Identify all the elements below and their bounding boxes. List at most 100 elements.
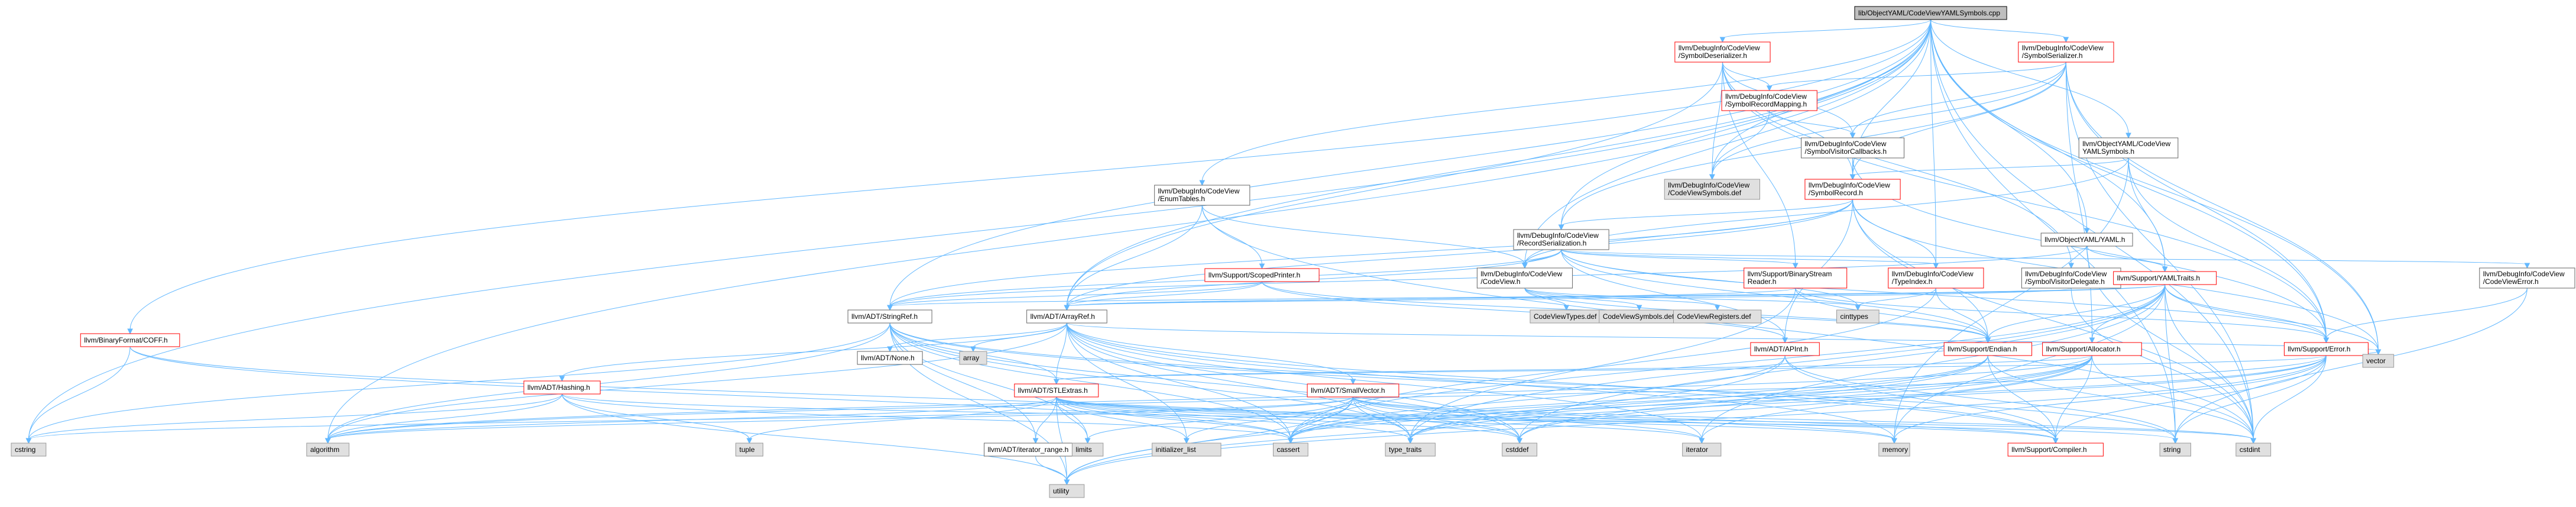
node-symviscb[interactable]: llvm/DebugInfo/CodeView/SymbolVisitorCal… [1801, 137, 1905, 159]
node-typeindex[interactable]: llvm/DebugInfo/CodeView/TypeIndex.h [1888, 267, 1984, 289]
node-box [2078, 137, 2179, 159]
edge-yamltraits-to-endian [1985, 284, 2166, 344]
node-box [1152, 443, 1221, 457]
node-memory: memory [1878, 443, 1910, 457]
node-cvyamlsym[interactable]: llvm/ObjectYAML/CodeViewYAMLSymbols.h [2078, 137, 2179, 159]
node-box [1721, 90, 1817, 111]
node-box [1682, 443, 1722, 457]
edge-root-to-enumtables [1199, 19, 1932, 186]
node-symvisdel[interactable]: llvm/DebugInfo/CodeView/SymbolVisitorDel… [2021, 267, 2121, 289]
node-box [1854, 6, 2007, 20]
edge-stlextras-to-cstddef [1056, 396, 1522, 444]
node-box [1513, 229, 1609, 250]
node-symrecmap[interactable]: llvm/DebugInfo/CodeView/SymbolRecordMapp… [1721, 90, 1817, 111]
node-objyaml[interactable]: llvm/ObjectYAML/YAML.h [2040, 232, 2133, 247]
node-label: llvm/Support/Endian.h [1948, 345, 2017, 353]
node-box [1804, 179, 1901, 200]
node-allocator[interactable]: llvm/Support/Allocator.h [2042, 342, 2142, 356]
edge-cvyamlsym-to-codeview [1522, 157, 2129, 269]
edge-stringref-to-algorithm [325, 322, 890, 444]
node-compiler[interactable]: llvm/Support/Compiler.h [2007, 443, 2104, 457]
node-box [2159, 443, 2191, 457]
edge-arrayref-to-smallvector [1066, 322, 1356, 385]
edge-symvisdel-to-cstdint [2070, 288, 2257, 444]
node-iterrange[interactable]: llvm/ADT/iterator_range.h [984, 443, 1088, 457]
node-symrec[interactable]: llvm/DebugInfo/CodeView/SymbolRecord.h [1804, 179, 1901, 200]
node-stringref[interactable]: llvm/ADT/StringRef.h [847, 309, 932, 324]
edge-stlextras-to-iterrange [1032, 396, 1057, 444]
edge-recser-to-typeindex [1561, 249, 1939, 269]
edge-smallvector-to-cstddef [1353, 396, 1522, 444]
edge-root-to-symser [1930, 19, 2069, 43]
node-label: llvm/DebugInfo/CodeView [1480, 270, 1562, 278]
node-label: iterator [1686, 445, 1708, 454]
edge-symser-to-allocator [2065, 62, 2095, 344]
node-apint[interactable]: llvm/ADT/APInt.h [1750, 342, 1820, 356]
edge-yamltraits-to-stringref [887, 284, 2166, 311]
node-label: llvm/ObjectYAML/CodeView [2082, 140, 2170, 148]
edge-binstream-to-endian [1795, 288, 1991, 344]
node-yamltraits[interactable]: llvm/Support/YAMLTraits.h [2113, 271, 2217, 285]
node-box [2362, 354, 2394, 368]
node-box [1154, 185, 1250, 206]
node-codeview[interactable]: llvm/DebugInfo/CodeView/CodeView.h [1476, 267, 1573, 289]
node-initlist: initializer_list [1152, 443, 1221, 457]
edge-recser-to-codeview [1522, 249, 1562, 269]
node-endian[interactable]: llvm/Support/Endian.h [1943, 342, 2033, 356]
node-arrayref[interactable]: llvm/ADT/ArrayRef.h [1026, 309, 1107, 324]
node-label: /SymbolVisitorCallbacks.h [1805, 147, 1887, 156]
node-label: llvm/ADT/StringRef.h [851, 312, 918, 321]
node-label: /RecordSerialization.h [1517, 239, 1586, 247]
node-cverror[interactable]: llvm/DebugInfo/CodeView/CodeViewError.h [2479, 267, 2575, 289]
node-symdeser[interactable]: llvm/DebugInfo/CodeView/SymbolDeserializ… [1674, 41, 1771, 63]
edge-symrecmap-to-symviscb [1769, 110, 1856, 139]
edge-root-to-algorithm [325, 19, 1932, 444]
edge-typeindex-to-cinttypes [1855, 288, 1936, 311]
node-box [1943, 342, 2033, 356]
node-label: /SymbolVisitorDelegate.h [2025, 277, 2105, 286]
node-enumtables[interactable]: llvm/DebugInfo/CodeView/EnumTables.h [1154, 185, 1250, 206]
node-error[interactable]: llvm/Support/Error.h [2284, 342, 2369, 356]
edge-smallvector-to-cstring [25, 396, 1354, 444]
node-box [1049, 484, 1085, 498]
edge-endian-to-compiler [1987, 355, 2059, 444]
edge-scopedprinter-to-arrayref [1064, 281, 1262, 311]
node-utility: utility [1049, 484, 1085, 498]
edge-cvyamlsym-to-error [2128, 157, 2329, 344]
node-box [1744, 267, 1848, 289]
node-box [2018, 41, 2114, 63]
node-scopedprinter[interactable]: llvm/Support/ScopedPrinter.h [1204, 268, 1320, 282]
node-none[interactable]: llvm/ADT/None.h [857, 351, 923, 365]
node-box [857, 351, 923, 365]
node-label: cstring [15, 445, 35, 454]
node-smallvector[interactable]: llvm/ADT/SmallVector.h [1307, 383, 1399, 398]
edge-yamltraits-to-cassert [1288, 284, 2166, 444]
edge-smallvector-to-initlist [1184, 396, 1354, 444]
node-cassert: cassert [1273, 443, 1308, 457]
node-root[interactable]: lib/ObjectYAML/CodeViewYAMLSymbols.cpp [1854, 6, 2007, 20]
node-array: array [959, 351, 987, 365]
edge-arrayref-to-compiler [1066, 322, 2059, 444]
node-hashing[interactable]: llvm/ADT/Hashing.h [523, 380, 601, 395]
node-box [1307, 383, 1399, 398]
node-label: llvm/DebugInfo/CodeView [1892, 270, 1974, 278]
node-label: string [2163, 445, 2180, 454]
edge-enumtables-to-scopedprinter [1201, 205, 1265, 270]
node-label: cinttypes [1841, 312, 1868, 321]
node-coff[interactable]: llvm/BinaryFormat/COFF.h [80, 333, 180, 347]
node-box [1071, 443, 1104, 457]
node-box [2007, 443, 2104, 457]
node-box [1750, 342, 1820, 356]
node-label: utility [1053, 487, 1069, 495]
node-label: limits [1075, 445, 1091, 454]
node-stlextras[interactable]: llvm/ADT/STLExtras.h [1014, 383, 1099, 398]
edge-yamltraits-to-string [2165, 284, 2179, 444]
node-box [2042, 342, 2142, 356]
node-recser[interactable]: llvm/DebugInfo/CodeView/RecordSerializat… [1513, 229, 1609, 250]
edge-arrayref-to-none [887, 322, 1067, 353]
node-cstdint: cstdint [2235, 443, 2272, 457]
edge-arrayref-to-algorithm [325, 322, 1067, 444]
node-label: type_traits [1389, 445, 1421, 454]
node-symser[interactable]: llvm/DebugInfo/CodeView/SymbolSerializer… [2018, 41, 2114, 63]
